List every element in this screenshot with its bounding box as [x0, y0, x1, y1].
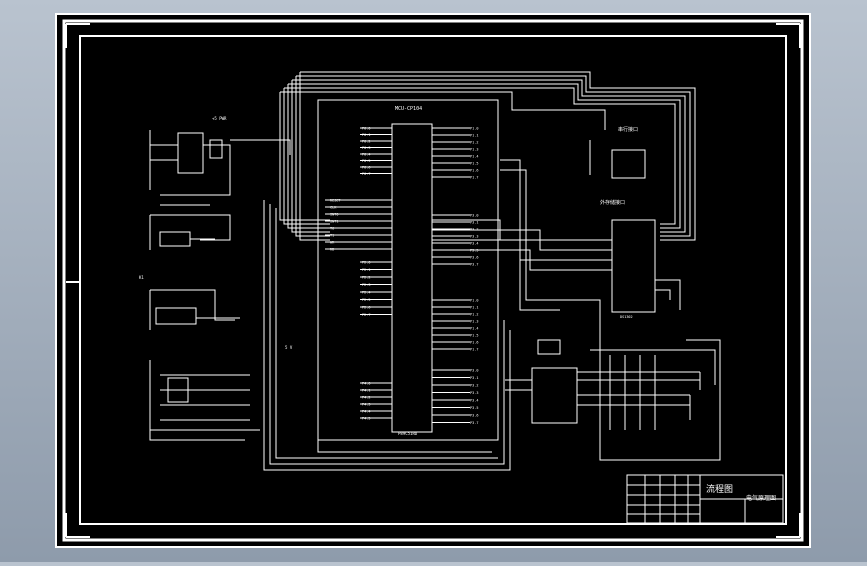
pin-label: P3.7: [470, 421, 478, 425]
pin-label: P0.2: [362, 140, 370, 144]
pin-label: P3.7: [470, 263, 478, 267]
pin-label: P2.7: [362, 313, 370, 317]
pin-label: P4.4: [362, 410, 370, 414]
pin-label: P1.4: [470, 155, 478, 159]
mcu-right-pins: P1.0P1.1P1.2P1.3P1.4P1.5P1.6P1.7P3.0P3.1…: [432, 127, 478, 425]
pin-label: P0.7: [362, 172, 370, 176]
pin-label: P3.4: [470, 242, 478, 246]
pin-label: P2.5: [362, 298, 370, 302]
pin-label: P1.3: [470, 320, 478, 324]
pin-label: P1.4: [470, 327, 478, 331]
pin-label: P1.7: [470, 348, 478, 352]
pin-label: P2.1: [362, 268, 370, 272]
sheet-inner-border: [79, 35, 787, 525]
mcu-module-outline: [317, 99, 499, 441]
pin-label: INT1: [330, 220, 338, 224]
pin-label: P1.0: [470, 127, 478, 131]
pin-label: P3.5: [470, 406, 478, 410]
pin-label: P4.0: [362, 382, 370, 386]
sheet-outer-border: [55, 13, 811, 548]
pin-label: P0.0: [362, 127, 370, 131]
pin-label: P1.5: [470, 334, 478, 338]
title-main: 流程图: [706, 483, 733, 495]
pin-label: P1.1: [470, 134, 478, 138]
pin-label: RD: [330, 248, 334, 252]
pin-label: P1.3: [470, 148, 478, 152]
pin-label: CLK: [330, 206, 337, 210]
pin-label: P0.1: [362, 133, 370, 137]
power-circuit: [149, 130, 291, 196]
pin-label: P3.2: [470, 228, 478, 232]
pin-label: P2.0: [362, 261, 370, 265]
section-note: 5 V: [285, 345, 293, 350]
pin-label: P3.1: [470, 221, 478, 225]
pin-label: P1.6: [470, 341, 478, 345]
reset-circuit: [149, 204, 231, 250]
pin-label: P4.2: [362, 396, 370, 400]
pin-label: P0.6: [362, 166, 370, 170]
pin-label: P3.3: [470, 235, 478, 239]
pin-label: P3.5: [470, 249, 478, 253]
pin-label: P1.5: [470, 162, 478, 166]
pin-label: P3.0: [470, 369, 478, 373]
pin-label: P2.2: [362, 276, 370, 280]
memory-label: 外存储接口: [600, 199, 625, 206]
relay-label: K1: [139, 275, 144, 280]
pin-label: P1.6: [470, 169, 478, 173]
pwr-block-title: +5 PWR: [212, 116, 227, 121]
pin-label: P4.3: [362, 403, 370, 407]
pin-label: P2.6: [362, 306, 370, 310]
mcu-chip: MCU-CP104 P89C51RD: [391, 106, 433, 436]
pin-label: P1.2: [470, 141, 478, 145]
pin-label: P0.4: [362, 153, 370, 157]
mcu-part: P89C51RD: [398, 431, 418, 436]
pin-label: T0: [330, 227, 334, 231]
memory-chip: DS1302: [620, 315, 633, 319]
pin-label: INT0: [330, 213, 338, 217]
pin-label: P3.3: [470, 391, 478, 395]
pin-label: P3.6: [470, 256, 478, 260]
pin-label: P2.3: [362, 283, 370, 287]
pin-label: WR: [330, 241, 335, 245]
serial-label: 串行接口: [618, 126, 638, 133]
driver-circuit: [505, 339, 716, 430]
sheet-border-band: [62, 19, 804, 542]
title-block: 流程图 电气原理图: [626, 474, 784, 524]
pin-label: P1.7: [470, 176, 478, 180]
pin-label: P1.1: [470, 306, 478, 310]
keypad-circuit: [149, 360, 260, 441]
pin-label: P0.5: [362, 159, 370, 163]
pin-label: P3.2: [470, 384, 478, 388]
oscillator-circuit: [149, 289, 240, 330]
mcu-title: MCU-CP104: [395, 106, 422, 112]
pin-label: P3.4: [470, 399, 478, 403]
pin-label: P4.5: [362, 417, 370, 421]
pin-label: RESET: [330, 199, 341, 203]
pin-label: P2.4: [362, 291, 370, 295]
pin-label: P4.1: [362, 389, 370, 393]
title-sub: 电气原理图: [746, 494, 776, 502]
corner-marks: [65, 23, 801, 538]
pin-label: P3.6: [470, 414, 478, 418]
pin-label: P3.0: [470, 214, 478, 218]
pin-label: T1: [330, 234, 334, 238]
pin-label: P1.0: [470, 299, 478, 303]
pin-label: P1.2: [470, 313, 478, 317]
pin-label: P3.1: [470, 376, 478, 380]
pin-label: P0.3: [362, 146, 370, 150]
bus-wires: [263, 71, 721, 471]
